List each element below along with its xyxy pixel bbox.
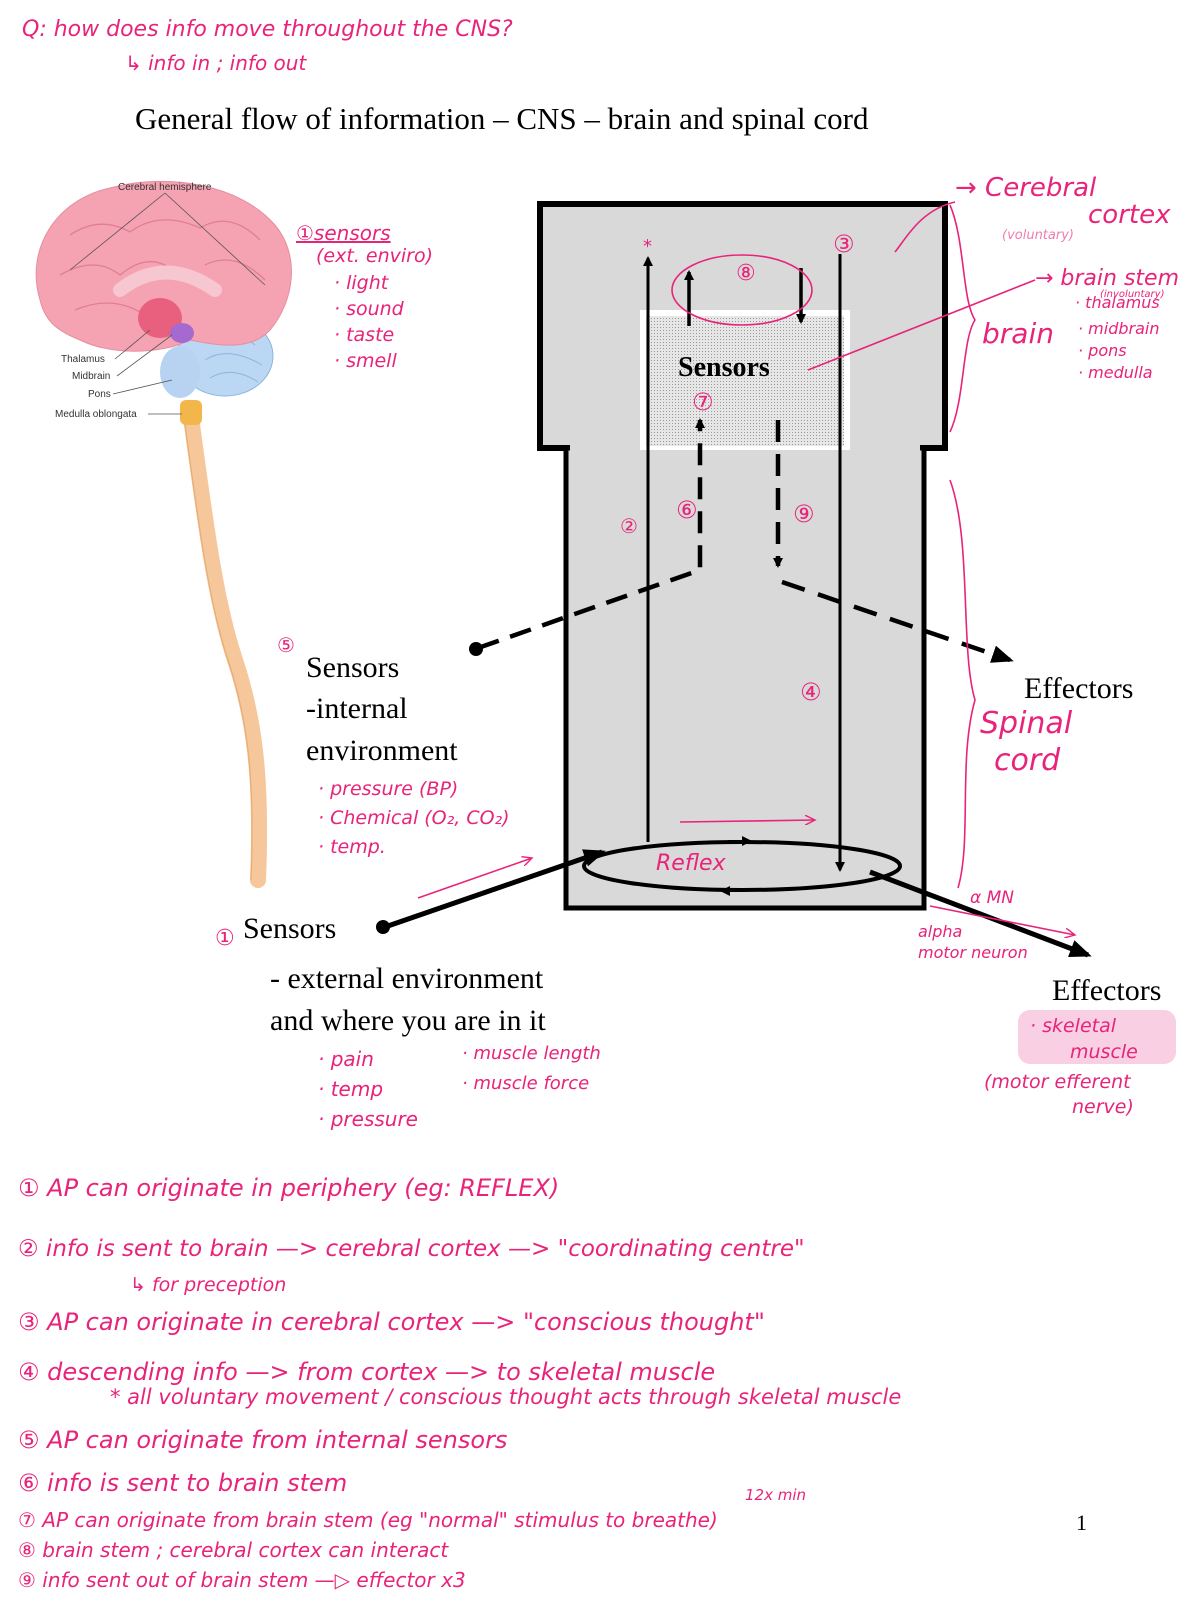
label-medulla: Medulla oblongata — [55, 409, 137, 420]
cortex-pointer-line — [894, 201, 956, 253]
external-environment-label: - external environment and where you are… — [270, 962, 551, 1037]
label-midbrain: Midbrain — [72, 371, 110, 382]
sensors-ext-header: ①sensors — [296, 221, 391, 245]
note-2: ② info is sent to brain —> cerebral cort… — [18, 1236, 805, 1262]
alpha-motor-neuron-note: alpha motor neuron — [918, 922, 1028, 962]
marker-7: ⑦ — [692, 388, 714, 416]
cerebral-cortex-note: → Cerebral cortex — [955, 173, 1171, 230]
alpha-mn-arrow — [929, 905, 1075, 935]
marker-9: ⑨ — [793, 500, 815, 528]
involuntary-note: (involuntary) — [1100, 289, 1165, 300]
effectors-top-label: Effectors — [1024, 672, 1133, 705]
page-title: General flow of information – CNS – brai… — [135, 101, 869, 136]
sensory-input-annotation-arrow — [417, 858, 532, 899]
motor-output-arrow — [869, 869, 1092, 958]
internal-sensor-pathway — [477, 418, 705, 651]
note-4-sub: * all voluntary movement / conscious tho… — [110, 1385, 901, 1409]
rate-note: 12x min — [745, 1486, 806, 1504]
external-sensors-list-right: · muscle length · muscle force — [462, 1043, 607, 1094]
medulla-shape — [180, 400, 202, 425]
sensors-external-label: Sensors — [243, 912, 336, 945]
marker-2: ② — [620, 514, 638, 538]
note-5: ⑤ AP can originate from internal sensors — [18, 1426, 507, 1454]
spinal-cord-box — [563, 445, 927, 911]
cns-diagram: Sensors Reflex — [376, 201, 1092, 958]
notes-list: ① AP can originate in periphery (eg: REF… — [18, 1174, 901, 1592]
note-2-sub: ↳ for preception — [130, 1274, 286, 1296]
interaction-circle — [671, 254, 813, 326]
voluntary-note: (voluntary) — [1002, 228, 1074, 243]
pons-shape — [160, 346, 200, 398]
spinal-cord-illustration — [182, 402, 268, 888]
label-thalamus: Thalamus — [61, 354, 105, 365]
brain-illustration: Cerebral hemisphere Thalamus Midbrain Po… — [35, 180, 292, 888]
sensors-ext-list: (ext. enviro) · light · sound · taste · … — [316, 245, 439, 372]
brainstem-sensors-region — [646, 316, 844, 446]
note-4: ④ descending info —> from cortex —> to s… — [18, 1358, 715, 1386]
midbrain-shape — [170, 323, 194, 343]
note-3: ③ AP can originate in cerebral cortex —>… — [18, 1308, 765, 1336]
marker-5: ⑤ — [277, 633, 295, 657]
reflex-label: Reflex — [656, 851, 727, 876]
marker-1: ① — [215, 926, 235, 951]
internal-sensors-list: · pressure (BP) · Chemical (O₂, CO₂) · t… — [318, 778, 516, 858]
brain-stem-note: → brain stem — [1035, 266, 1179, 291]
brainstem-sensors-label: Sensors — [678, 352, 770, 383]
skeletal-muscle-highlight — [1018, 1010, 1176, 1064]
brain-brace — [949, 204, 976, 433]
motor-efferent-note: (motor efferent nerve) — [984, 1071, 1137, 1118]
sensors-internal-label: Sensors -internal environment — [306, 651, 458, 767]
brainstem-parts-list: · thalamus · midbrain · pons · medulla — [1075, 293, 1165, 382]
label-pons: Pons — [88, 389, 111, 400]
reflex-annotation-arrow — [679, 820, 815, 822]
label-cerebral-hemisphere: Cerebral hemisphere — [118, 182, 212, 193]
note-9: ⑨ info sent out of brain stem —▷ effecto… — [18, 1568, 466, 1592]
marker-8: ⑧ — [736, 261, 756, 286]
brainstem-pointer-line — [807, 279, 1036, 371]
brain-note: brain — [982, 317, 1054, 350]
note-8: ⑧ brain stem ; cerebral cortex can inter… — [18, 1538, 449, 1562]
effectors-bottom-label: Effectors — [1052, 974, 1161, 1007]
question-line-2: ↳ info in ; info out — [125, 51, 307, 75]
skeletal-muscle-note: · skeletal muscle — [1030, 1015, 1138, 1063]
effector-dashed-arrow — [781, 579, 1014, 663]
star-marker: * — [643, 236, 652, 257]
marker-6: ⑥ — [676, 496, 698, 524]
external-sensors-list-left: · pain · temp · pressure — [318, 1047, 418, 1131]
sensory-input-arrow — [384, 849, 606, 930]
note-1: ① AP can originate in periphery (eg: REF… — [18, 1174, 559, 1202]
question-line-1: Q: how does info move throughout the CNS… — [22, 17, 513, 42]
spinal-cord-note: Spinal cord — [980, 706, 1082, 778]
thalamus-shape — [138, 298, 182, 338]
alpha-mn-note: α MN — [970, 888, 1014, 908]
note-6: ⑥ info is sent to brain stem — [18, 1469, 347, 1497]
note-7: ⑦ AP can originate from brain stem (eg "… — [18, 1508, 718, 1532]
spinal-brace — [949, 479, 976, 889]
marker-3: ③ — [833, 230, 855, 258]
marker-4: ④ — [800, 678, 822, 706]
page-number: 1 — [1076, 1510, 1087, 1535]
